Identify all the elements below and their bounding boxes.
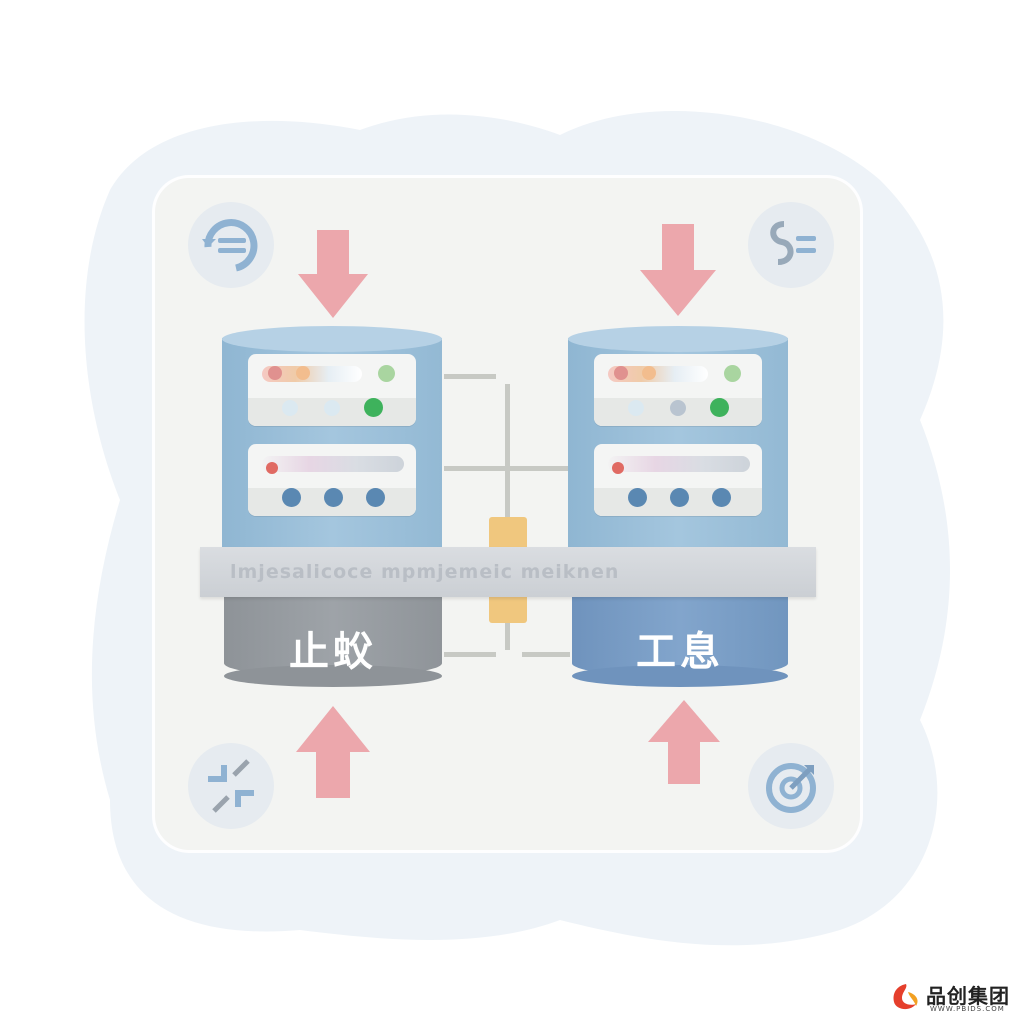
compress-arrows-icon bbox=[188, 743, 274, 829]
server-left bbox=[222, 326, 442, 552]
brand-name: 品创集团 bbox=[926, 984, 1010, 1008]
server-right bbox=[568, 326, 788, 552]
base-left: 止蚥 bbox=[224, 597, 442, 687]
server-unit bbox=[594, 444, 762, 516]
arrow-up-right-icon bbox=[648, 700, 720, 784]
bridge-label: lmjesalicoce mpmjemeic meiknen bbox=[230, 561, 620, 583]
base-right-label: 工息 bbox=[636, 629, 724, 675]
base-right: 工息 bbox=[572, 597, 788, 687]
arrow-up-left-icon bbox=[296, 706, 370, 798]
connector-line bbox=[444, 374, 496, 379]
settings-list-icon bbox=[748, 202, 834, 288]
connector-line bbox=[505, 600, 510, 650]
brand-url: WWW.PBIDS.COM bbox=[930, 1005, 1005, 1013]
brand-logo: 品创集团 WWW.PBIDS.COM bbox=[890, 978, 1014, 1018]
connector-line bbox=[505, 384, 510, 554]
arrow-down-right-icon bbox=[640, 224, 716, 316]
connector-line bbox=[444, 652, 496, 657]
server-unit bbox=[248, 444, 416, 516]
arrow-down-left-icon bbox=[298, 230, 368, 318]
connector-line bbox=[522, 652, 570, 657]
server-unit bbox=[248, 354, 416, 426]
cycle-icon bbox=[188, 202, 274, 288]
bridge-bar: lmjesalicoce mpmjemeic meiknen bbox=[200, 547, 816, 597]
server-unit bbox=[594, 354, 762, 426]
target-refresh-icon bbox=[748, 743, 834, 829]
brand-flame-icon bbox=[893, 984, 918, 1010]
base-left-label: 止蚥 bbox=[289, 629, 377, 675]
